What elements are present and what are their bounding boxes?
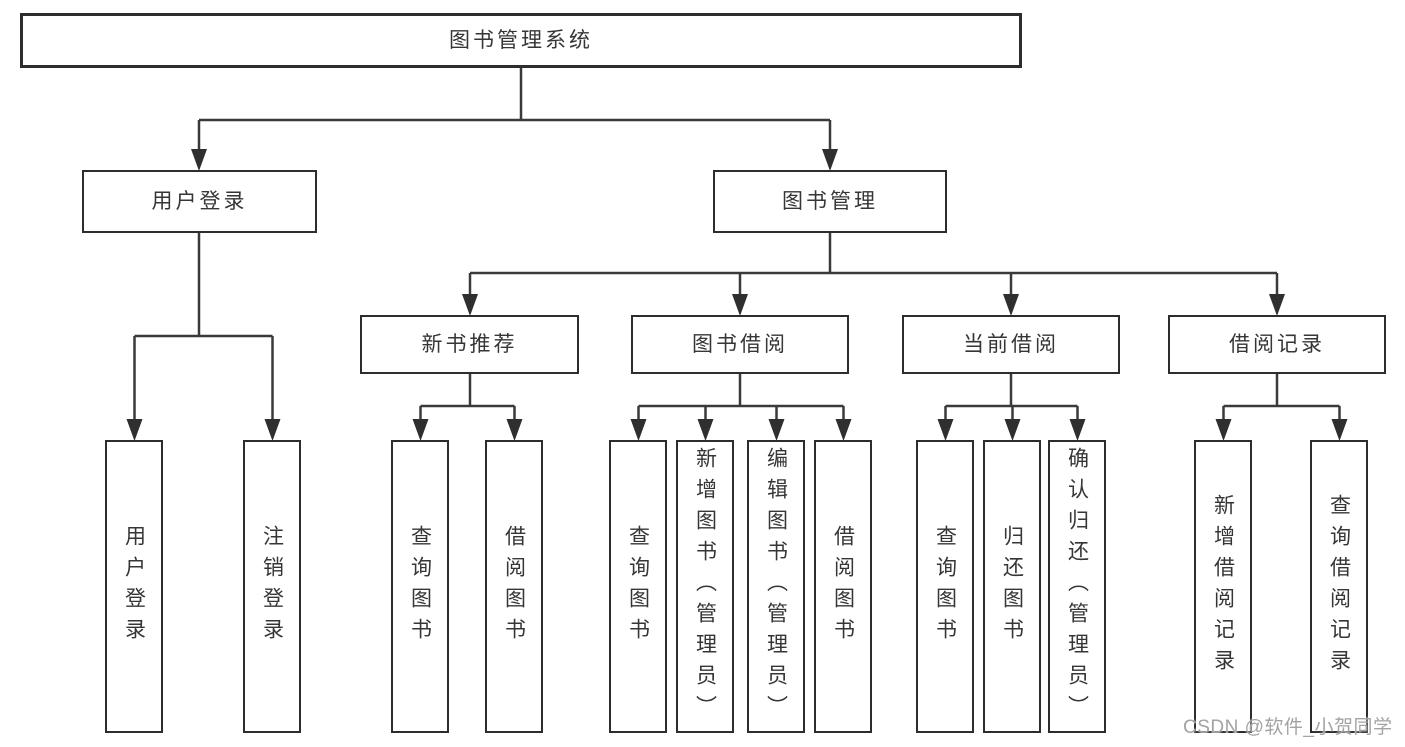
- node-label: 用户登录: [151, 189, 248, 213]
- node-new-book-recommendation: 新书推荐: [360, 315, 579, 374]
- leaf-label: 查询图书: [408, 524, 432, 649]
- node-label: 新书推荐: [421, 332, 518, 356]
- leaf-label: 查询图书: [933, 524, 957, 649]
- node-user-login: 用户登录: [82, 170, 317, 233]
- leaf-confirm-return-admin: 确认归还（管理员）: [1048, 440, 1106, 733]
- node-borrowing-records: 借阅记录: [1168, 315, 1386, 374]
- arrowheads: [126, 149, 1348, 441]
- leaf-label: 归还图书: [1000, 524, 1024, 649]
- node-library-management-system: 图书管理系统: [20, 13, 1022, 68]
- leaf-label: 新增图书（管理员）: [693, 447, 717, 726]
- leaf-return-books: 归还图书: [983, 440, 1041, 733]
- leaf-borrow-books-recommend: 借阅图书: [485, 440, 543, 733]
- leaf-logout: 注销登录: [243, 440, 301, 733]
- leaf-user-login: 用户登录: [105, 440, 163, 733]
- leaf-add-book-admin: 新增图书（管理员）: [676, 440, 734, 733]
- leaf-label: 借阅图书: [831, 524, 855, 649]
- node-label: 借阅记录: [1229, 332, 1325, 356]
- leaf-edit-book-admin: 编辑图书（管理员）: [747, 440, 805, 733]
- leaf-query-books-borrowing: 查询图书: [609, 440, 667, 733]
- leaf-label: 编辑图书（管理员）: [764, 447, 788, 726]
- leaf-label: 用户登录: [122, 524, 146, 649]
- node-label: 图书管理: [782, 189, 878, 213]
- leaf-label: 确认归还（管理员）: [1065, 447, 1089, 726]
- node-label: 图书管理系统: [449, 28, 593, 52]
- leaf-borrow-books-borrowing: 借阅图书: [814, 440, 872, 733]
- leaf-label: 注销登录: [260, 524, 284, 649]
- leaf-label: 借阅图书: [502, 524, 526, 649]
- leaf-query-borrow-record: 查询借阅记录: [1310, 440, 1368, 733]
- node-book-management: 图书管理: [713, 170, 947, 233]
- node-label: 当前借阅: [963, 332, 1059, 356]
- leaf-label: 查询借阅记录: [1327, 493, 1351, 680]
- leaf-label: 新增借阅记录: [1211, 493, 1235, 680]
- csdn-watermark: CSDN @软件_小贺同学: [1183, 717, 1393, 738]
- leaf-query-books-current: 查询图书: [916, 440, 974, 733]
- leaf-add-borrow-record: 新增借阅记录: [1194, 440, 1252, 733]
- node-label: 图书借阅: [692, 332, 788, 356]
- leaf-label: 查询图书: [626, 524, 650, 649]
- node-current-borrowing: 当前借阅: [902, 315, 1120, 374]
- node-book-borrowing: 图书借阅: [631, 315, 849, 374]
- leaf-query-books-recommend: 查询图书: [391, 440, 449, 733]
